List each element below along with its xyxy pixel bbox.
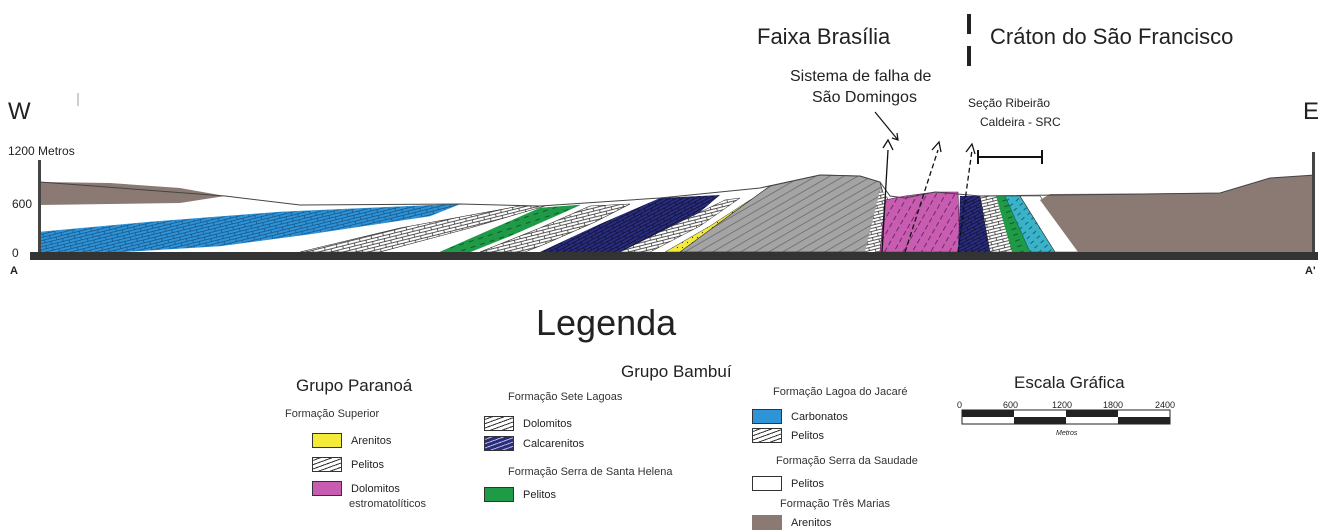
fault-label-pointer-head xyxy=(891,132,899,141)
formacao-sete-lagoas-title: Formação Sete Lagoas xyxy=(508,391,623,403)
layer-calcarenito xyxy=(540,195,720,252)
topography-line xyxy=(39,174,1316,207)
layer-tres-marias-west xyxy=(40,182,225,205)
fault-label-line2: São Domingos xyxy=(812,89,917,106)
domain-divider-top xyxy=(967,14,971,34)
legend-label: Pelitos xyxy=(791,429,825,442)
legend-item-arenitos-tres-marias: Arenitos xyxy=(752,515,831,530)
graphic-scale-bar xyxy=(961,409,1171,425)
formacao-tres-marias-title: Formação Três Marias xyxy=(780,498,891,510)
fault-arrow-2 xyxy=(931,140,942,153)
formacao-serra-saudade-title: Formação Serra da Saudade xyxy=(776,455,918,467)
swatch-pelitos-white-icon xyxy=(752,476,782,491)
direction-west: W xyxy=(8,98,31,125)
swatch-dolomitos-estromatoliticos-icon xyxy=(312,481,342,496)
src-label-line2: Caldeira - SRC xyxy=(980,115,1061,129)
legend-item-dolomitos-estromatoliticos: Dolomitos xyxy=(312,481,400,496)
legend-item-pelitos-paranoa: Pelitos xyxy=(312,457,384,472)
fault-arrow-1 xyxy=(882,138,894,151)
grupo-bambui-title: Grupo Bambuí xyxy=(621,362,732,381)
legend-item-calcarenitos: Calcarenitos xyxy=(484,436,584,451)
scale-label-600: 600 xyxy=(12,197,33,211)
section-baseline xyxy=(30,252,1318,260)
fault-line-3 xyxy=(957,149,973,253)
legend-label: Pelitos xyxy=(351,458,385,471)
fault-label-pointer xyxy=(874,111,899,141)
legend-label: Pelitos xyxy=(791,477,825,490)
scale-label-1200: 1200 Metros xyxy=(8,144,75,158)
formacao-serra-santa-helena-title: Formação Serra de Santa Helena xyxy=(508,466,673,478)
swatch-arenitos-brown-icon xyxy=(752,515,782,530)
grupo-paranoa-title: Grupo Paranoá xyxy=(296,376,413,395)
swatch-dolomitos-icon xyxy=(484,416,514,431)
direction-east: E xyxy=(1303,98,1320,125)
layer-calcarenito-east xyxy=(958,196,996,252)
layer-pelito-green-1 xyxy=(439,204,581,253)
section-left-edge xyxy=(38,160,41,256)
section-right-edge xyxy=(1312,152,1315,256)
legend-label: Dolomitos xyxy=(523,417,572,430)
src-section-bar xyxy=(977,150,1043,164)
scale-tick-1200: 1200 xyxy=(1052,400,1073,410)
scale-unit: Metros xyxy=(1056,430,1078,437)
legend-label: Pelitos xyxy=(523,488,557,501)
layer-tres-marias-east xyxy=(1040,175,1315,252)
scale-tick-600: 600 xyxy=(1003,400,1019,410)
legend-item-pelitos-jacare: Pelitos xyxy=(752,428,824,443)
legend-item-dolomitos: Dolomitos xyxy=(484,416,572,431)
scale-tick-0: 0 xyxy=(957,400,963,410)
scale-tick-1800: 1800 xyxy=(1103,400,1124,410)
fault-arrow-3 xyxy=(965,142,976,155)
swatch-pelitos-jacare-icon xyxy=(752,428,782,443)
swatch-pelitos-green-icon xyxy=(484,487,514,502)
swatch-arenitos-icon xyxy=(312,433,342,448)
swatch-carbonatos-icon xyxy=(752,409,782,424)
legend-item-pelitos-saudade: Pelitos xyxy=(752,476,824,491)
legend-label-estromatoliticos: estromatolíticos xyxy=(349,498,427,510)
fault-label-line1: Sistema de falha de xyxy=(790,68,932,85)
domain-east-label: Cráton do São Francisco xyxy=(990,24,1234,49)
legend-item-arenitos-paranoa: Arenitos xyxy=(312,433,391,448)
legend-label: Dolomitos xyxy=(351,482,400,495)
domain-west-label: Faixa Brasília xyxy=(757,24,891,49)
formacao-superior-title: Formação Superior xyxy=(285,408,380,420)
cross-section xyxy=(30,14,1318,260)
layer-pelito-band-2 xyxy=(479,203,631,253)
legend-item-pelitos-santa-helena: Pelitos xyxy=(484,487,556,502)
scale-tick-2400: 2400 xyxy=(1155,400,1176,410)
formacao-lagoa-jacare-title: Formação Lagoa do Jacaré xyxy=(773,386,908,398)
legend-label: Calcarenitos xyxy=(523,437,585,450)
layer-dolomito-estromatolitico xyxy=(879,191,961,253)
legend-item-carbonatos: Carbonatos xyxy=(752,409,848,424)
point-a-prime: A' xyxy=(1305,265,1316,277)
swatch-pelitos-icon xyxy=(312,457,342,472)
scale-label-0: 0 xyxy=(12,246,19,260)
escala-title: Escala Gráfica xyxy=(1014,373,1125,392)
legend-label: Arenitos xyxy=(791,516,832,529)
domain-divider-bottom xyxy=(967,46,971,66)
fault-line-2 xyxy=(904,149,939,253)
fault-line-1 xyxy=(881,149,889,253)
src-label-line1: Seção Ribeirão xyxy=(968,96,1051,110)
point-a: A xyxy=(10,265,18,277)
legend-title: Legenda xyxy=(536,302,677,343)
swatch-calcarenitos-icon xyxy=(484,436,514,451)
legend-label: Carbonatos xyxy=(791,410,848,423)
legend-label: Arenitos xyxy=(351,434,392,447)
